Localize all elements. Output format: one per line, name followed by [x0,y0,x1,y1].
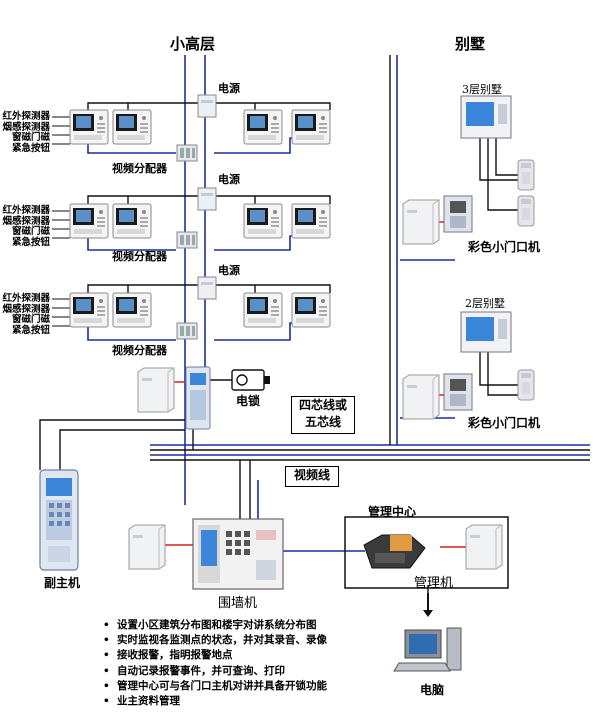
wall-unit-label: 围墙机 [218,596,258,611]
sensor-label: 红外探测器 [2,293,50,304]
low-rise-header: 小高层 [170,35,216,53]
feature-item: 实时监视各监测点的状态，并对其录音、录像 [103,633,327,648]
gate-unit-2f-label: 彩色小门口机 [468,416,541,430]
wall-unit-panel [128,518,284,590]
villa-2f-group [402,311,535,420]
sensor-label: 紧急按钮 [11,142,50,154]
sensor-label: 紧急按钮 [11,236,50,248]
unit-door-station [185,366,211,430]
electric-lock-icon [231,369,270,391]
four-five-core-label: 四芯线或 五芯线 [291,396,355,434]
computer-label: 电脑 [420,683,445,697]
floor-3-sensors: 红外探测器 烟感探测器 窗磁门磁 紧急按钮 [0,293,50,336]
video-line-label: 视频线 [285,466,339,487]
sensor-label: 烟感探测器 [2,121,50,133]
feature-item: 管理中心可与各门口主机对讲并具备开锁功能 [103,679,327,694]
feature-item: 业主资料管理 [103,694,327,709]
blue-bus-lines [87,55,590,552]
sensor-label: 烟感探测器 [2,303,50,315]
sub-host-unit [39,469,79,571]
sensor-label: 红外探测器 [2,205,50,216]
villa-2f-label: 2层别墅 [465,297,505,310]
computer-icon [393,627,462,672]
floor-1-sensors: 红外探测器 烟感探测器 窗磁门磁 紧急按钮 [0,111,50,154]
sensor-label: 窗磁门磁 [11,314,50,325]
power-label-3: 电源 [218,264,240,277]
power-units [197,94,217,300]
power-label-2: 电源 [218,173,240,186]
distributor-label-2: 视频分配器 [112,250,167,263]
gate-unit-3f-label: 彩色小门口机 [468,240,541,254]
feature-item: 设置小区建筑分布图和楼宇对讲系统分布图 [103,618,327,633]
villa-3f-group [402,95,535,245]
feature-item: 自动记录报警事件，并可查询、打印 [103,664,327,679]
sensor-label: 红外探测器 [2,111,50,122]
floor-2-sensors: 红外探测器 烟感探测器 窗磁门磁 紧急按钮 [0,205,50,248]
lock-label: 电锁 [236,394,261,408]
sensor-label: 窗磁门磁 [11,226,50,237]
power-label-1: 电源 [218,82,240,95]
feature-list: 设置小区建筑分布图和楼宇对讲系统分布图 实时监视各监测点的状态，并对其录音、录像… [103,618,327,709]
feature-item: 接收报警，指明报警地点 [103,648,327,663]
sensor-lines [52,116,70,327]
manager-unit-label: 管理机 [414,576,454,591]
video-distributors [176,144,198,340]
sub-host-label: 副主机 [44,576,81,590]
distributor-label-3: 视频分配器 [112,344,167,357]
stairwell-power-cabinet [137,367,175,413]
sensor-label: 紧急按钮 [11,324,50,336]
sensor-label: 窗磁门磁 [11,132,50,143]
distributor-label-1: 视频分配器 [112,162,167,175]
management-center-group [344,516,509,617]
management-center-label: 管理中心 [368,505,417,519]
villa-3f-label: 3层别墅 [462,83,502,96]
black-wires [39,55,590,610]
villa-header: 别墅 [455,35,486,53]
sensor-label: 烟感探测器 [2,215,50,227]
